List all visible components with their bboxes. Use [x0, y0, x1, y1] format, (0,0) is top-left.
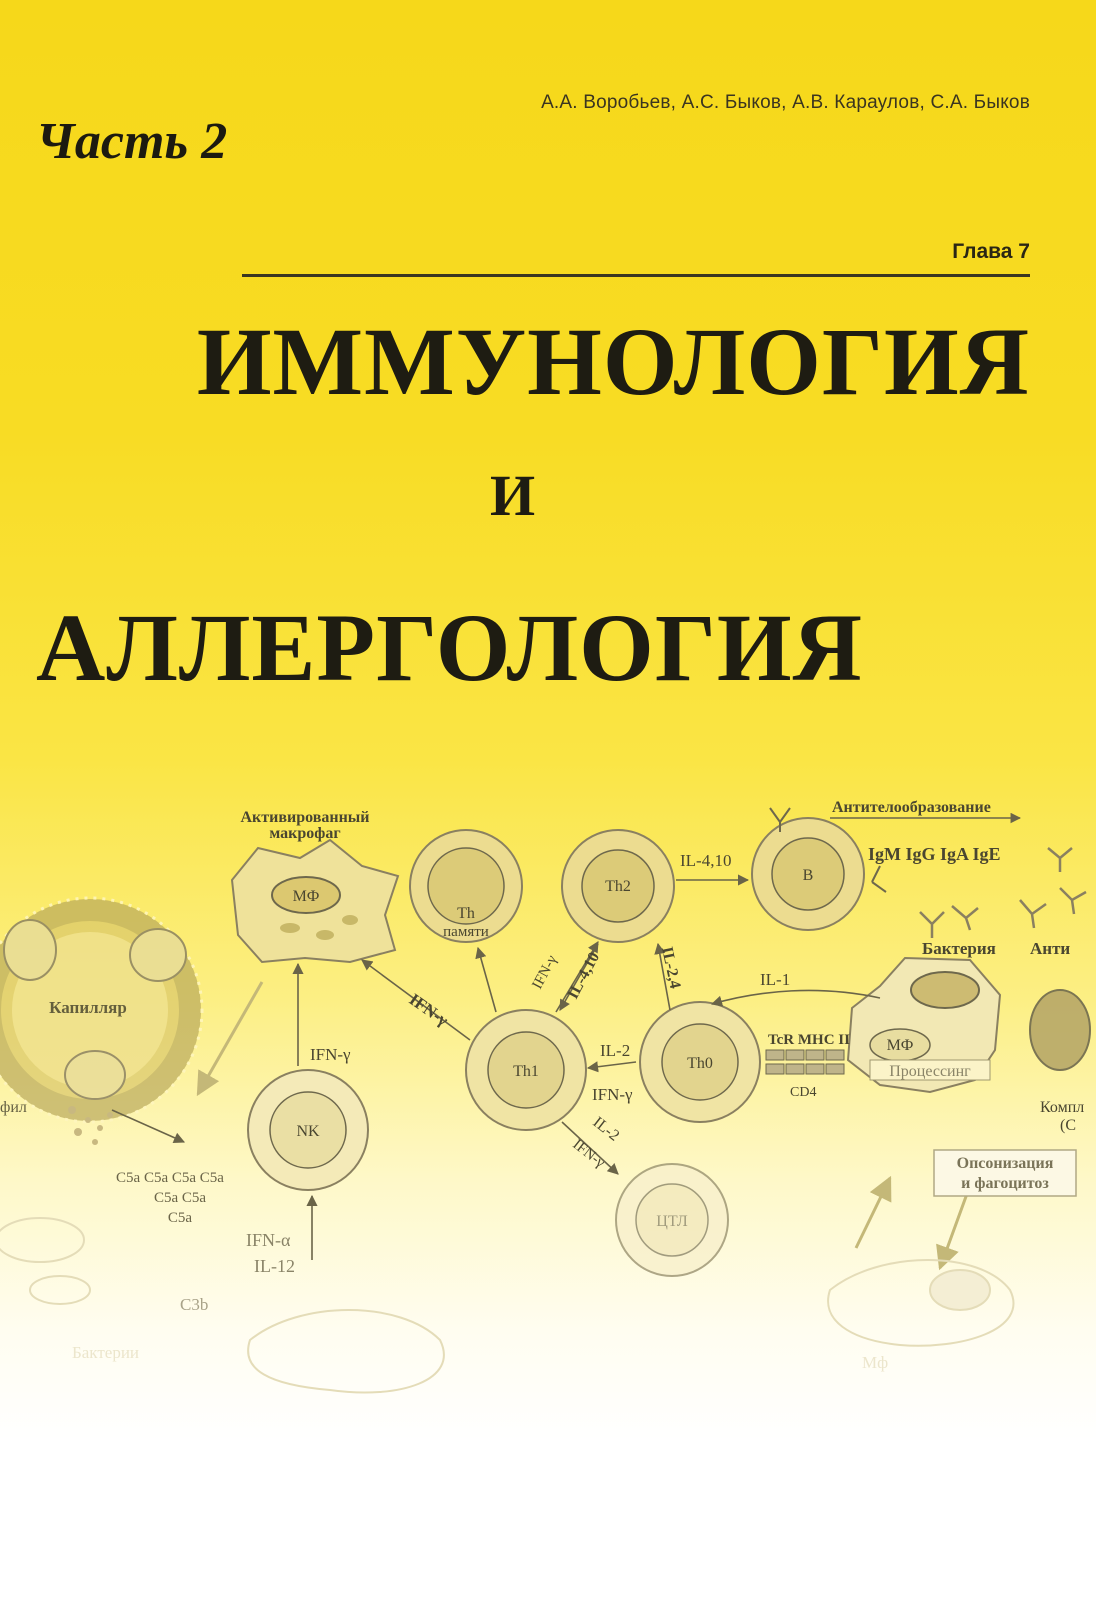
nk-cell: NK: [247, 1069, 369, 1191]
capillary: Капилляр фил: [0, 896, 204, 1124]
title-line-3: АЛЛЕРГОЛОГИЯ: [36, 594, 863, 701]
th0-cell: Th0: [639, 1001, 761, 1123]
il-1-label: IL-1: [760, 970, 790, 989]
capillary-label: Капилляр: [49, 998, 127, 1017]
ifn-g-left-label: IFN-γ: [406, 990, 452, 1030]
tcr-mhc-complex: [765, 1049, 845, 1075]
c5a-row-3: С5а: [168, 1210, 193, 1226]
activated-macrophage: МФ: [230, 838, 400, 964]
title-line-2: И: [490, 463, 536, 528]
il-2-mid-label: IL-2: [600, 1041, 630, 1060]
c5a-row-2: С5а С5а: [154, 1190, 206, 1206]
memory-th-label-1: Th: [457, 905, 475, 922]
c3b-label: С3b: [180, 1295, 208, 1314]
ifn-g-mid-label: IFN-γ: [592, 1085, 633, 1104]
bacterium-right: [1029, 989, 1091, 1071]
memory-th-cell: Th памяти: [409, 829, 523, 943]
presenting-mf-label: МФ: [887, 1037, 914, 1054]
nk-label: NK: [296, 1123, 320, 1140]
il-4-10-top-label: IL-4,10: [680, 851, 731, 870]
opsonization-label-2: и фагоцитоз: [961, 1175, 1049, 1192]
c5a-row-1: С5а С5а С5а С5а: [116, 1170, 224, 1186]
ifn-g-mf-label: IFN-γ: [310, 1045, 351, 1064]
complement-label-2: (С: [1060, 1117, 1076, 1134]
presenting-macrophage: МФ Процессинг: [846, 956, 1002, 1094]
anti-fragment-label: Анти: [1030, 939, 1070, 958]
ifn-g-ctl-label: IFN-γ: [570, 1137, 608, 1172]
ctl-cell: ЦТЛ: [615, 1163, 729, 1277]
th0-label: Th0: [687, 1055, 713, 1072]
title-divider: [242, 274, 1030, 277]
opsonization-box: Опсонизация и фагоцитоз: [933, 1149, 1077, 1197]
authors: А.А. Воробьев, А.С. Быков, А.В. Караулов…: [541, 92, 1030, 113]
memory-th-label-2: памяти: [443, 924, 489, 940]
chapter-label: Глава 7: [952, 240, 1030, 263]
ifn-g-th2-label: IFN-γ: [529, 952, 560, 991]
bacterium-label: Бактерия: [922, 939, 996, 958]
opsonization-label-1: Опсонизация: [957, 1155, 1054, 1172]
title-line-1: ИММУНОЛОГИЯ: [196, 308, 1030, 415]
antibody-icons: [919, 847, 1087, 938]
th2-label: Th2: [605, 878, 631, 895]
b-cell-label: В: [803, 867, 814, 884]
ifn-a-label: IFN-α: [246, 1230, 291, 1250]
tcr-mhc-label: TcR MHC II: [768, 1032, 850, 1048]
th2-cell: Th2: [561, 829, 675, 943]
processing-label: Процессинг: [889, 1063, 971, 1080]
neutrophil-label: фил: [0, 1099, 27, 1116]
faded-mf-label: Мф: [862, 1353, 888, 1372]
macrophage-label: МФ: [293, 888, 320, 905]
il-12-label: IL-12: [254, 1256, 295, 1276]
diagram-arrows: [111, 874, 881, 1260]
part-label: Часть 2: [36, 113, 228, 170]
antibody-formation-label: Антителообразование: [832, 799, 991, 816]
faded-lower-cells: [0, 1217, 1015, 1394]
th1-label: Th1: [513, 1063, 539, 1080]
cd4-label: CD4: [790, 1085, 816, 1100]
il-4-10-diag-label: IL-4,10: [565, 950, 604, 1002]
c5a-cluster: С5а С5а С5а С5а С5а С5а С5а: [116, 1170, 224, 1226]
granule-dots: [68, 1106, 113, 1145]
il-2-ctl-label: IL-2: [590, 1114, 623, 1145]
complement-label-1: Компл: [1040, 1099, 1084, 1116]
immunoglobulin-label: IgM IgG IgA IgE: [868, 844, 1001, 864]
faded-bacteria-label: Бактерии: [72, 1343, 139, 1362]
b-cell: В: [751, 807, 887, 931]
th1-cell: Th1: [465, 1009, 587, 1131]
ctl-label: ЦТЛ: [656, 1213, 688, 1230]
